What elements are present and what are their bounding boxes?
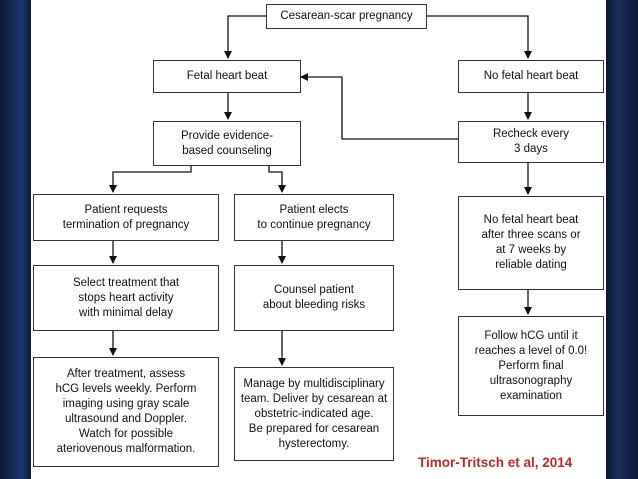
node-recheck: Recheck every 3 days [458, 121, 604, 163]
node-counseling: Provide evidence- based counseling [153, 121, 301, 166]
node-fetal-heart-beat: Fetal heart beat [153, 60, 301, 93]
flowchart-connectors [109, 15, 532, 366]
node-no-heartbeat-three-scans: No fetal heart beat after three scans or… [458, 196, 604, 290]
node-continue-pregnancy-label: Patient elects to continue pregnancy [257, 203, 371, 231]
node-continue-pregnancy: Patient elects to continue pregnancy [234, 194, 394, 241]
connector-root-nofhb [426, 15, 532, 59]
node-no-fetal-heart-beat: No fetal heart beat [458, 60, 604, 93]
node-follow-hcg: Follow hCG until it reaches a level of 0… [458, 316, 604, 416]
node-after-treatment: After treatment, assess hCG levels weekl… [33, 357, 219, 467]
node-termination-request-label: Patient requests termination of pregnanc… [62, 203, 190, 231]
node-select-treatment-label: Select treatment that stops heart activi… [72, 276, 180, 319]
node-root: Cesarean-scar pregnancy [266, 4, 427, 29]
node-fetal-heart-beat-label: Fetal heart beat [186, 70, 268, 82]
connector-counsel-termination [109, 165, 192, 193]
connector-root-fhb [224, 15, 266, 59]
node-recheck-label: Recheck every 3 days [492, 128, 570, 155]
node-no-fetal-heart-beat-label: No fetal heart beat [483, 70, 579, 82]
citation: Timor-Tritsch et al, 2014 [416, 455, 575, 470]
node-termination-request: Patient requests termination of pregnanc… [33, 194, 219, 241]
slide: Cesarean-scar pregnancy Fetal heart beat… [31, 0, 606, 479]
connector-recheck-fhb [300, 73, 458, 140]
node-bleeding-risks: Counsel patient about bleeding risks [234, 265, 394, 331]
node-manage-multidisciplinary: Manage by multidisciplinary team. Delive… [234, 367, 394, 461]
node-no-heartbeat-three-scans-label: No fetal heart beat after three scans or… [481, 214, 581, 271]
node-root-label: Cesarean-scar pregnancy [280, 10, 413, 22]
node-counseling-label: Provide evidence- based counseling [180, 129, 274, 157]
node-follow-hcg-label: Follow hCG until it reaches a level of 0… [474, 329, 588, 402]
node-select-treatment: Select treatment that stops heart activi… [33, 265, 219, 331]
connector-counsel-continue [268, 165, 286, 193]
node-after-treatment-label: After treatment, assess hCG levels weekl… [55, 368, 197, 455]
node-manage-multidisciplinary-label: Manage by multidisciplinary team. Delive… [240, 377, 388, 450]
node-bleeding-risks-label: Counsel patient about bleeding risks [262, 284, 366, 311]
